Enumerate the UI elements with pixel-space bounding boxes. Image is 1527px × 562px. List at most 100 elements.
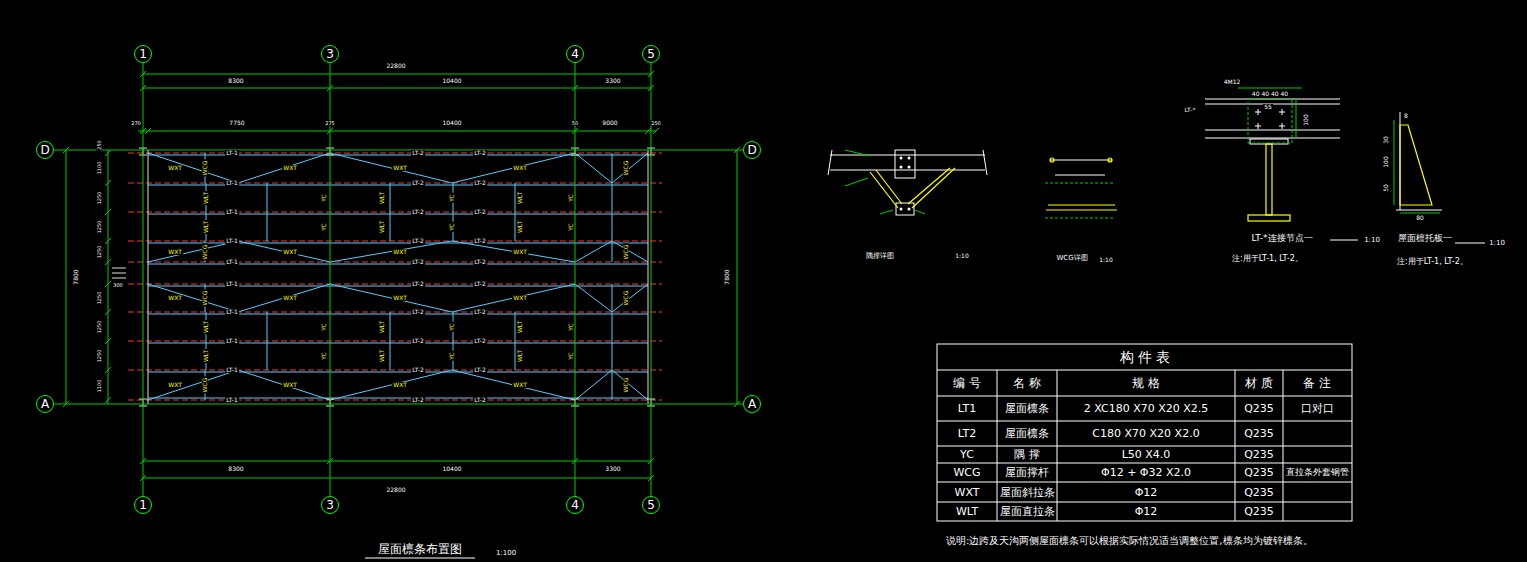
- label-text: C180 X70 X20 X2.0: [1091, 428, 1200, 439]
- label-text: LT-1: [225, 259, 239, 265]
- label-text: WXT: [282, 249, 298, 255]
- grid-axis-line: [330, 63, 331, 496]
- label-text: LT-2: [411, 150, 425, 156]
- label-text: 屋面檩条: [1004, 428, 1050, 439]
- label-text: LT-1: [225, 238, 239, 244]
- axis-number: 4: [571, 499, 579, 511]
- label-text: LT-2: [473, 338, 487, 344]
- label-text: 规 格: [1131, 377, 1161, 389]
- label-text: WCG: [202, 290, 208, 307]
- label-text: LT-2: [411, 259, 425, 265]
- label-text: Q235: [1243, 487, 1275, 498]
- label-text: 10400: [441, 78, 462, 84]
- label-text: WXT: [282, 295, 298, 301]
- label-text: 50: [571, 121, 579, 126]
- axis-number: 5: [647, 48, 655, 60]
- axis-number: A: [41, 398, 49, 410]
- label-text: LT-*连接节点一: [1250, 234, 1313, 243]
- label-text: WLT: [517, 348, 523, 362]
- label-text: 10400: [441, 466, 462, 472]
- label-text: 1:100: [495, 550, 517, 557]
- label-text: LT-1: [225, 309, 239, 315]
- label-text: 编 号: [952, 377, 982, 389]
- label-text: 7800: [73, 268, 79, 285]
- label-text: 屋面直拉条: [999, 506, 1056, 517]
- label-text: LT-2: [411, 209, 425, 215]
- label-text: LT-2: [411, 180, 425, 186]
- label-text: 屋面檩条: [1004, 403, 1050, 414]
- label-text: LT-1: [225, 150, 239, 156]
- label-text: 250: [97, 139, 102, 151]
- label-text: Q235: [1243, 403, 1275, 414]
- label-text: WLT: [203, 348, 209, 362]
- axis-number: 3: [326, 499, 334, 511]
- label-text: 22800: [385, 487, 406, 493]
- label-text: YC: [449, 222, 455, 232]
- label-text: WXT: [167, 249, 183, 255]
- label-text: 说明:边跨及天沟两侧屋面檩条可以根据实际情况适当调整位置,檩条均为镀锌檩条。: [945, 536, 1314, 546]
- label-text: 名 称: [1012, 377, 1042, 389]
- label-text: WLT: [517, 219, 523, 233]
- label-text: 构 件 表: [1119, 350, 1172, 364]
- axis-bubble: D: [36, 141, 54, 159]
- label-text: 直拉条外套钢管: [1285, 468, 1350, 477]
- axis-bubble: A: [36, 395, 54, 413]
- label-text: 注:用于LT-1, LT-2。: [1396, 258, 1469, 266]
- label-text: 1:10: [1488, 240, 1506, 247]
- label-text: WLT: [955, 506, 979, 517]
- label-text: 屋面撑杆: [1004, 467, 1050, 478]
- label-text: YC: [959, 449, 975, 460]
- label-text: WXT: [167, 165, 183, 171]
- label-text: WXT: [512, 165, 528, 171]
- label-text: LT-1: [225, 281, 239, 287]
- label-text: 3300: [604, 466, 621, 472]
- label-text: LT-1: [225, 209, 239, 215]
- label-text: WCG: [952, 467, 981, 478]
- label-text: WXT: [392, 249, 408, 255]
- grid-axis-line: [575, 63, 576, 496]
- label-text: 250: [650, 121, 662, 126]
- label-text: 屋面斜拉条: [999, 487, 1056, 498]
- label-text: LT-2: [473, 209, 487, 215]
- label-text: LT-1: [225, 397, 239, 403]
- axis-bubble: A: [743, 395, 761, 413]
- label-text: Q235: [1243, 449, 1275, 460]
- label-text: YC: [568, 222, 574, 232]
- label-text: Φ12: [1134, 506, 1159, 517]
- grid-axis-line: [54, 404, 743, 405]
- label-text: 1250: [97, 245, 102, 260]
- label-text: 1100: [97, 379, 102, 394]
- label-text: YC: [321, 222, 327, 232]
- label-text: WCG: [623, 243, 629, 260]
- axis-bubble: 4: [566, 496, 584, 514]
- label-text: 100: [1303, 113, 1309, 126]
- label-text: 50: [1383, 183, 1389, 193]
- label-text: 8300: [227, 466, 244, 472]
- label-text: WLT: [517, 319, 523, 333]
- axis-bubble: 3: [321, 496, 339, 514]
- label-text: 1250: [97, 349, 102, 364]
- axis-number: 1: [139, 48, 147, 60]
- label-text: 8: [1403, 113, 1409, 119]
- axis-number: 4: [571, 48, 579, 60]
- label-text: LT-2: [411, 281, 425, 287]
- axis-bubble: D: [743, 141, 761, 159]
- label-text: 275: [324, 121, 336, 126]
- label-text: 10400: [441, 120, 462, 126]
- label-text: YC: [321, 351, 327, 361]
- label-text: 注:用于LT-1, LT-2。: [1231, 255, 1304, 263]
- label-text: Φ12 + Φ32 X2.0: [1100, 467, 1192, 478]
- axis-number: 3: [326, 48, 334, 60]
- label-text: WXT: [954, 487, 981, 498]
- axis-number: A: [748, 398, 756, 410]
- label-text: 1250: [97, 320, 102, 335]
- grid-axis-line: [54, 150, 743, 151]
- label-text: Φ12: [1134, 487, 1159, 498]
- label-text: 屋面檩托板一: [1397, 234, 1453, 243]
- label-text: WCG: [202, 160, 208, 177]
- axis-number: 5: [647, 499, 655, 511]
- label-text: 备 注: [1302, 377, 1332, 389]
- axis-bubble: 1: [134, 496, 152, 514]
- label-text: 口对口: [1300, 403, 1335, 414]
